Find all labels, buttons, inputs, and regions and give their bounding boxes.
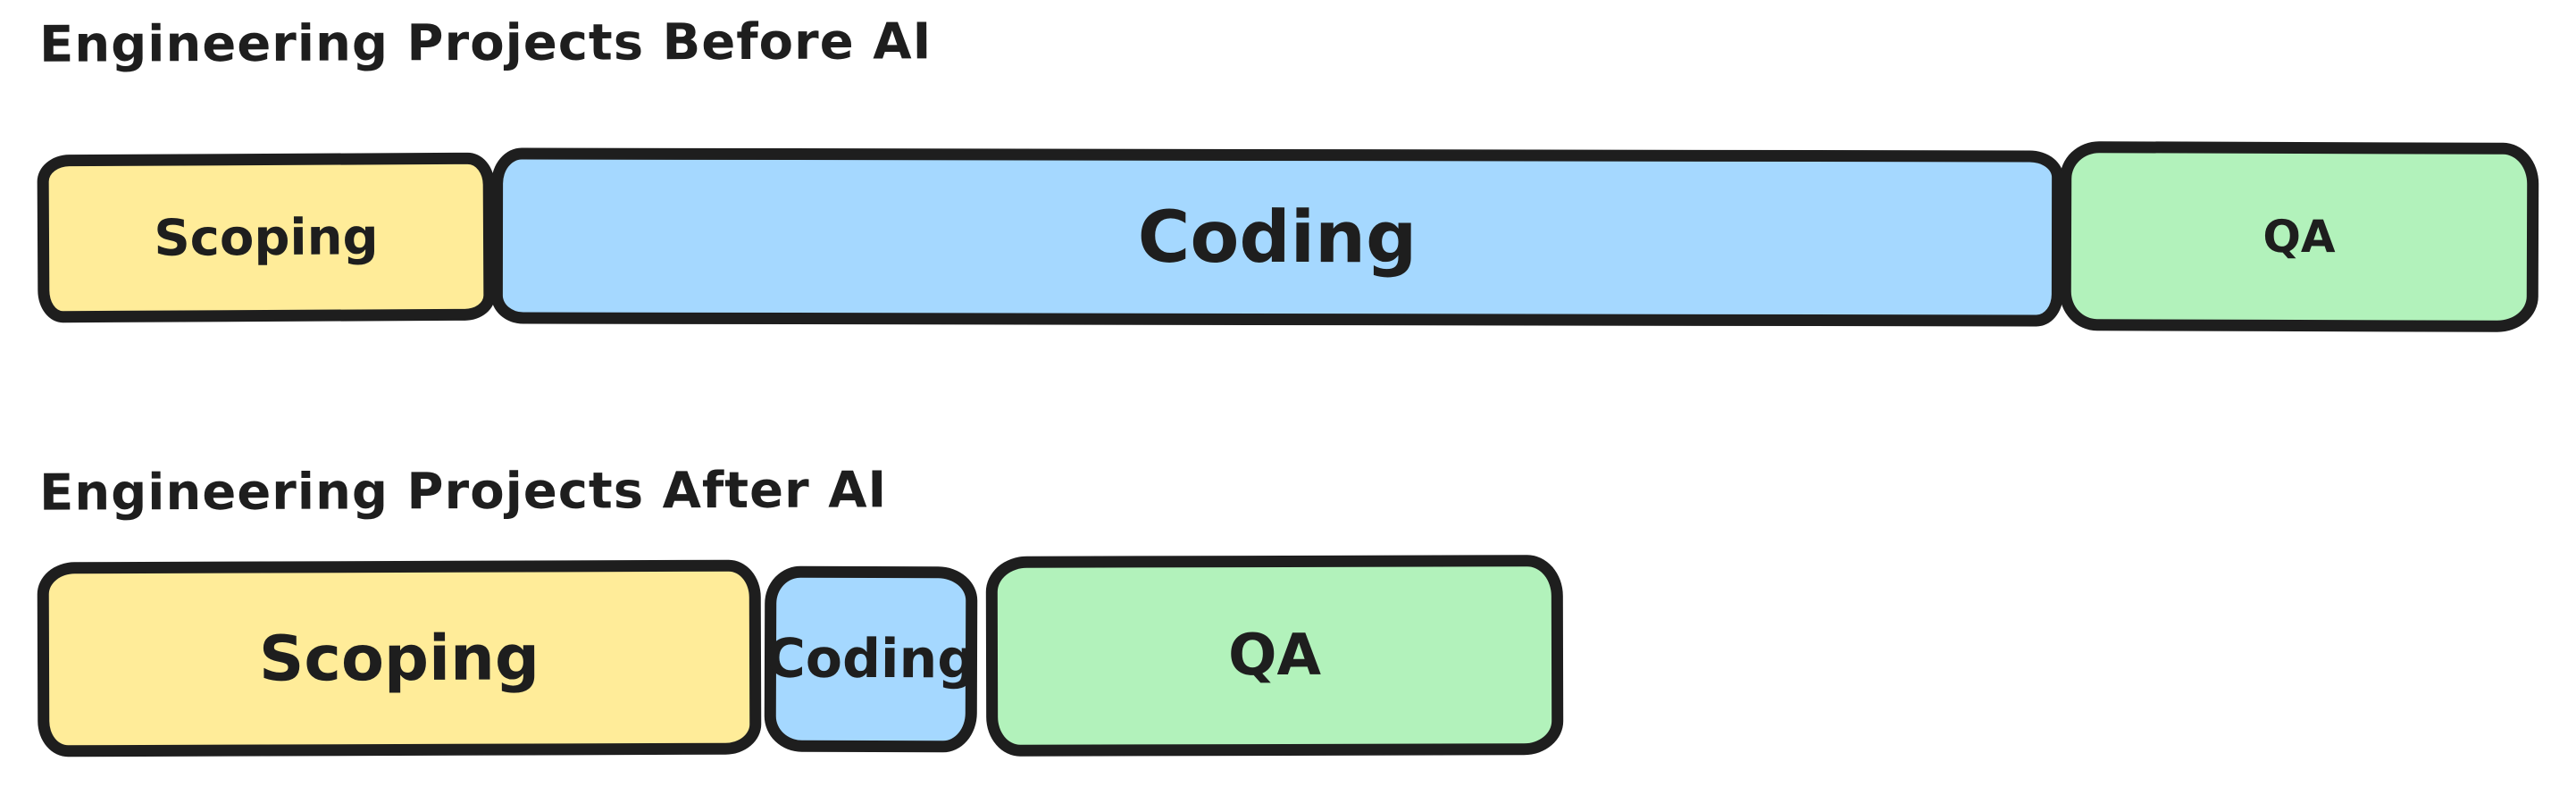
after-scoping-segment: Scoping: [37, 559, 762, 757]
before-coding-segment: Coding: [490, 147, 2064, 327]
before-ai-title: Engineering Projects Before AI: [38, 13, 933, 74]
after-scoping-label: Scoping: [258, 621, 540, 696]
after-qa-segment: QA: [985, 555, 1564, 757]
before-scoping-segment: Scoping: [37, 152, 496, 323]
after-qa-label: QA: [1227, 622, 1322, 690]
before-qa-segment: QA: [2059, 141, 2539, 332]
before-scoping-label: Scoping: [154, 207, 379, 268]
after-coding-segment: Coding: [764, 565, 978, 753]
after-ai-title: Engineering Projects After AI: [38, 461, 888, 523]
after-coding-label: Coding: [765, 627, 976, 691]
before-qa-label: QA: [2262, 210, 2336, 264]
before-coding-label: Coding: [1137, 195, 1418, 280]
